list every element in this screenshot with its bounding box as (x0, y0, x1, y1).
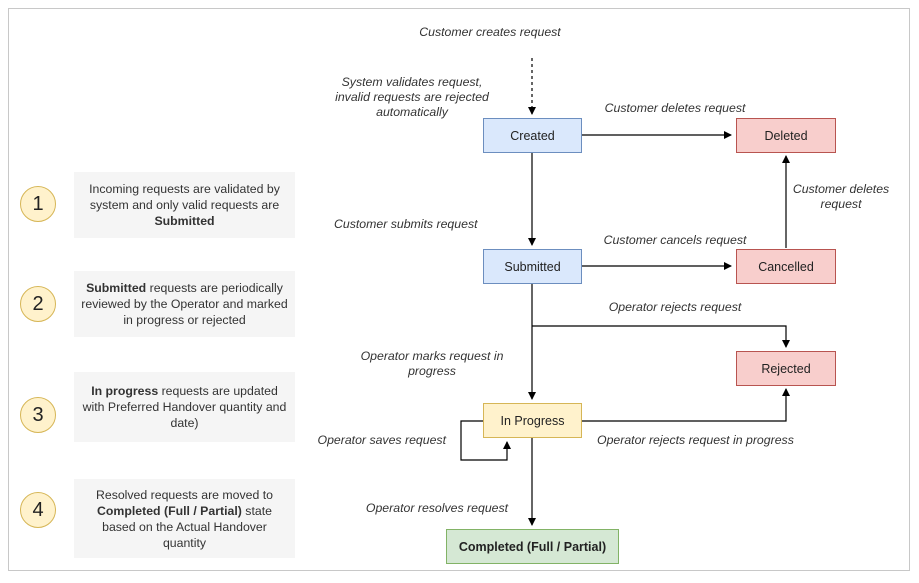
step-badge-2: 2 (20, 286, 56, 322)
label-customer-creates: Customer creates request (419, 25, 561, 39)
label-operator-rejects-in-progress: Operator rejects request in progress (597, 433, 794, 447)
step-note-2: Submitted requests are periodically revi… (74, 271, 295, 337)
edge-in-progress-self (460, 420, 511, 461)
state-rejected: Rejected (736, 351, 836, 386)
state-created: Created (483, 118, 582, 153)
edge-in-progress-rejected (581, 388, 790, 422)
state-in-progress: In Progress (483, 403, 582, 438)
state-completed: Completed (Full / Partial) (446, 529, 619, 564)
step-note-4: Resolved requests are moved to Completed… (74, 479, 295, 558)
label-customer-deletes-created: Customer deletes request (604, 101, 746, 115)
state-submitted: Submitted (483, 249, 582, 284)
step-badge-3: 3 (20, 397, 56, 433)
label-customer-submits: Customer submits request (334, 217, 478, 231)
label-customer-deletes-cancelled: Customer deletes request (792, 182, 890, 211)
label-operator-saves: Operator saves request (317, 433, 447, 447)
step-badge-1: 1 (20, 186, 56, 222)
state-deleted: Deleted (736, 118, 836, 153)
label-operator-rejects: Operator rejects request (608, 300, 742, 314)
edge-submitted-rejected (532, 325, 790, 348)
state-cancelled: Cancelled (736, 249, 836, 284)
step-note-1: Incoming requests are validated by syste… (74, 172, 295, 238)
diagram-frame (8, 8, 910, 571)
label-operator-marks: Operator marks request in progress (360, 349, 504, 378)
step-badge-4: 4 (20, 492, 56, 528)
label-system-validates: System validates request, invalid reques… (335, 75, 489, 119)
step-note-3: In progress requests are updated with Pr… (74, 372, 295, 442)
label-customer-cancels: Customer cancels request (603, 233, 747, 247)
label-operator-resolves: Operator resolves request (365, 501, 509, 515)
